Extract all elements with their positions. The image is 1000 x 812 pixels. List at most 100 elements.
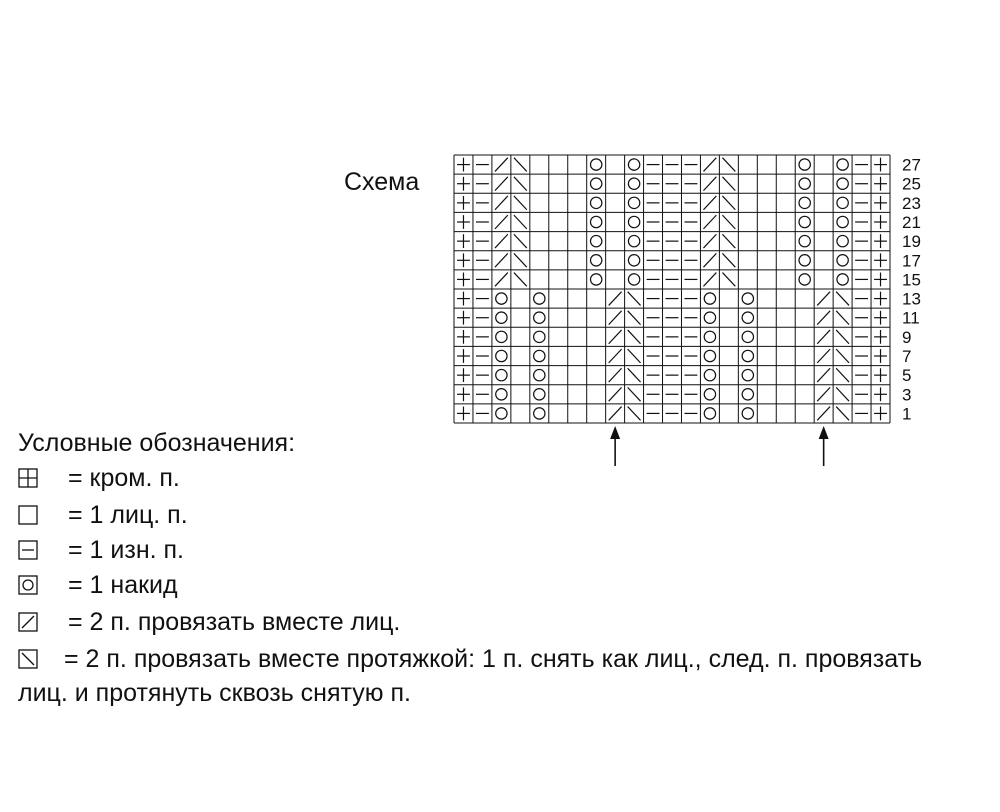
k2tog-symbol [703,252,717,268]
ssk-symbol [835,386,850,402]
k2tog-symbol [703,233,717,249]
ssk-symbol [835,348,850,364]
chart-title: Схема [344,168,420,196]
yarn-over-symbol [741,311,755,325]
legend-label: = 1 накид [68,571,178,599]
yarn-over-symbol [703,330,717,344]
yarn-over-symbol [589,234,603,248]
yarn-over-symbol [495,387,508,401]
row-number-label: 7 [902,347,911,366]
yarn-over-symbol [703,387,717,401]
yarn-over-symbol [627,234,641,248]
k2tog-symbol [816,329,831,345]
k2tog-symbol [494,272,509,287]
k2tog-symbol [816,406,831,421]
yarn-over-symbol [589,273,603,286]
k2tog-symbol [608,348,623,364]
yarn-over-symbol [533,330,546,344]
legend-label: = кром. п. [68,464,180,492]
ssk-symbol [835,406,850,421]
knit-stitch-icon [18,505,38,525]
ssk-symbol [835,367,850,383]
ssk-symbol [721,176,736,192]
purl-stitch-icon [18,540,38,560]
ssk-symbol [721,157,736,172]
row-number-label: 19 [902,232,921,251]
ssk-symbol [627,310,641,326]
k2tog-symbol [816,367,831,383]
row-number-label: 13 [902,290,921,309]
ssk-symbol [627,406,641,421]
legend-title: Условные обозначения: [18,429,296,457]
ssk-symbol [513,176,528,192]
ssk-symbol [721,233,736,249]
yarn-over-symbol [495,349,508,363]
yarn-over-symbol [589,196,603,210]
ssk-symbol [627,367,641,383]
yarn-over-symbol [798,158,811,171]
yarn-over-symbol [703,349,717,363]
ssk-symbol [627,386,641,402]
k2tog-symbol [816,291,831,306]
yarn-over-symbol [589,177,603,191]
yarn-over-symbol [627,253,641,267]
k2tog-icon [18,612,38,632]
yarn-over-symbol [836,215,849,229]
k2tog-symbol [608,386,623,402]
yarn-over-symbol [589,253,603,267]
yarn-over-symbol [836,177,849,191]
row-number-label: 5 [902,366,911,385]
k2tog-symbol [703,214,717,230]
ssk-symbol [835,291,850,306]
ssk-symbol [835,329,850,345]
yarn-over-symbol [495,292,508,305]
legend-label: = 2 п. провязать вместе лиц. [68,608,401,636]
yarn-over-symbol [627,177,641,191]
repeat-arrow-head [818,426,829,439]
ssk-symbol [721,252,736,268]
yarn-over-symbol [589,215,603,229]
k2tog-symbol [608,291,623,306]
ssk-symbol [513,195,528,211]
row-number-label: 11 [902,309,920,328]
yarn-over-symbol [703,311,717,325]
repeat-arrow-head [610,426,621,439]
yarn-over-symbol [798,196,811,210]
yarn-over-symbol [533,292,546,305]
ssk-symbol [721,214,736,230]
yarn-over-symbol [798,234,811,248]
yarn-over-symbol [495,368,508,382]
row-number-label: 21 [902,213,921,232]
row-number-label: 25 [902,175,921,194]
yarn-over-symbol [627,158,641,171]
ssk-symbol [513,272,528,287]
yarn-over-symbol [741,330,755,344]
ssk-symbol [627,348,641,364]
k2tog-symbol [608,406,623,421]
k2tog-symbol [608,329,623,345]
yarn-over-symbol [836,196,849,210]
ssk-symbol [513,233,528,249]
k2tog-symbol [494,176,509,192]
ssk-icon [18,649,38,669]
row-number-label: 23 [902,194,921,213]
k2tog-symbol [494,195,509,211]
row-number-label: 1 [902,404,911,423]
row-number-label: 9 [902,328,911,347]
yarn-over-symbol [533,407,546,420]
yarn-over-symbol [589,158,603,171]
yarn-over-symbol [703,292,717,305]
yarn-over-symbol [798,273,811,286]
yarn-over-symbol [495,330,508,344]
yarn-over-symbol [836,158,849,171]
yarn-over-symbol [798,215,811,229]
row-number-label: 17 [902,251,921,270]
yarn-over-symbol [836,253,849,267]
k2tog-symbol [494,157,509,172]
yarn-over-symbol [627,273,641,286]
yarn-over-symbol [703,407,717,420]
row-number-label: 15 [902,270,921,289]
k2tog-symbol [816,386,831,402]
yarn-over-symbol [741,368,755,382]
